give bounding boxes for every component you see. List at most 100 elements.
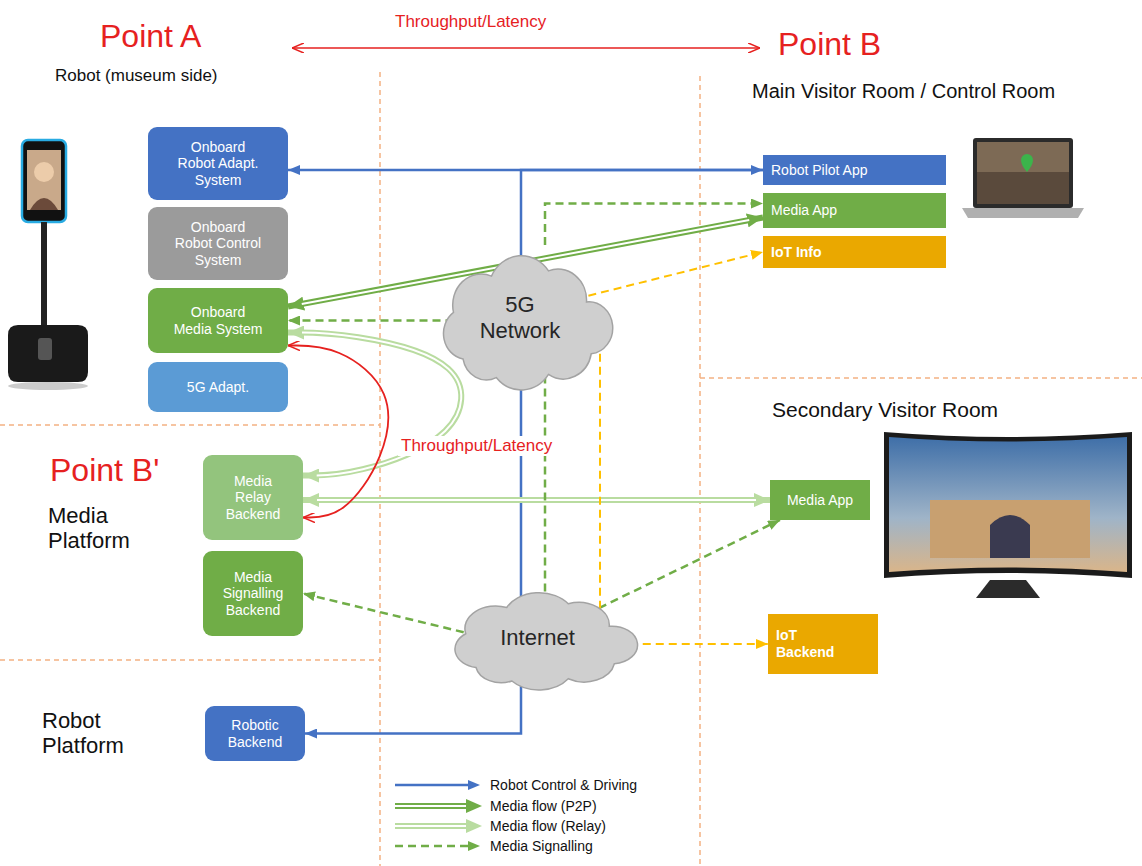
region-separators bbox=[0, 72, 1142, 866]
map-pin bbox=[1021, 154, 1033, 172]
network-cloud: Internet bbox=[435, 585, 640, 690]
monitor-illustration bbox=[884, 432, 1132, 598]
legend-samples bbox=[395, 780, 482, 851]
app-box: IoT Info bbox=[763, 236, 946, 268]
robot-system-box: Onboard Robot Control System bbox=[148, 207, 288, 280]
node-label: IoT Info bbox=[771, 244, 822, 261]
legend-line bbox=[395, 845, 470, 848]
connector-group bbox=[305, 170, 763, 734]
legend-arrowhead bbox=[466, 799, 482, 813]
signalling-connector bbox=[545, 204, 763, 246]
connector-group bbox=[545, 204, 763, 246]
robot-head bbox=[22, 140, 66, 222]
signalling-connector bbox=[288, 319, 454, 322]
region-heading: Robot (museum side) bbox=[55, 66, 218, 86]
node-label: Onboard Robot Adapt. System bbox=[172, 139, 264, 189]
connector-group bbox=[288, 320, 454, 321]
connector-group bbox=[288, 346, 388, 518]
laptop-screen bbox=[977, 142, 1069, 204]
monitor-frame bbox=[884, 432, 1132, 578]
app-box: Media App bbox=[763, 193, 946, 228]
legend-entry: Media Signalling bbox=[490, 837, 593, 855]
telepresence-robot bbox=[8, 140, 88, 390]
signalling-connector bbox=[303, 594, 464, 633]
point-label: Point B' bbox=[50, 452, 159, 489]
connectors bbox=[288, 170, 780, 734]
node-label: Onboard Media System bbox=[172, 304, 264, 337]
connector-group bbox=[545, 376, 546, 596]
legend-line bbox=[395, 803, 468, 809]
legend-line-core bbox=[395, 825, 466, 827]
separator bbox=[699, 76, 701, 866]
robot-screen bbox=[27, 150, 61, 210]
legend-line bbox=[395, 784, 470, 787]
monitor-stand bbox=[976, 580, 1040, 598]
backend-box: Media Relay Backend bbox=[203, 455, 303, 540]
robot-system-box: Onboard Robot Adapt. System bbox=[148, 127, 288, 200]
robot-system-box: Onboard Media System bbox=[148, 288, 288, 353]
connector-group bbox=[600, 341, 601, 617]
point-label: Point B bbox=[778, 26, 881, 63]
legend-line-core bbox=[395, 805, 466, 807]
node-label: Media App bbox=[771, 202, 837, 219]
legend-arrowhead bbox=[468, 780, 480, 790]
node-label: Internet bbox=[500, 625, 575, 651]
monitor-screen bbox=[889, 437, 1127, 572]
cloud-shape bbox=[455, 593, 638, 690]
throughput-arrow bbox=[292, 47, 760, 49]
laptop-lid bbox=[973, 138, 1073, 208]
separator bbox=[0, 424, 380, 426]
robot-base bbox=[8, 325, 88, 382]
node-label: Onboard Robot Control System bbox=[172, 219, 264, 269]
robot-shoulders bbox=[30, 198, 58, 210]
monitor-arch bbox=[990, 515, 1030, 558]
iot-connector bbox=[588, 252, 763, 296]
connector-group bbox=[599, 520, 780, 608]
node-label: Robot Pilot App bbox=[771, 162, 868, 179]
iot-connector bbox=[630, 643, 768, 645]
node-label: Robotic Backend bbox=[219, 717, 291, 750]
laptop-base bbox=[962, 208, 1084, 218]
region-heading: Main Visitor Room / Control Room bbox=[752, 80, 1055, 103]
network-cloud: 5G Network bbox=[425, 245, 615, 390]
connector-group bbox=[588, 252, 763, 296]
signalling-connector bbox=[544, 376, 547, 596]
app-box: Robot Pilot App bbox=[763, 155, 946, 185]
separator bbox=[379, 72, 381, 866]
separator bbox=[700, 377, 1142, 379]
node-label: IoT Backend bbox=[776, 627, 836, 660]
double-line-core bbox=[303, 499, 770, 501]
robot-sensor bbox=[38, 338, 52, 360]
node-label: Media Relay Backend bbox=[217, 473, 289, 523]
connector-group bbox=[303, 594, 464, 633]
separator bbox=[0, 659, 380, 661]
legend-entry: Robot Control & Driving bbox=[490, 776, 637, 794]
region-heading: Secondary Visitor Room bbox=[772, 398, 998, 422]
throughput-connector bbox=[288, 346, 388, 518]
region-heading: Media Platform bbox=[48, 503, 148, 554]
robot-pole bbox=[41, 222, 47, 327]
legend-entry: Media flow (Relay) bbox=[490, 817, 606, 835]
legend-arrowhead bbox=[466, 819, 482, 833]
metric-label: Throughput/Latency bbox=[395, 12, 546, 32]
backend-box: IoT Backend bbox=[768, 614, 878, 674]
connector-group bbox=[630, 644, 768, 645]
iot-connector bbox=[599, 341, 601, 617]
cloud-shape bbox=[443, 256, 612, 390]
signalling-connector bbox=[599, 520, 780, 608]
laptop-illustration bbox=[962, 138, 1084, 218]
point-label: Point A bbox=[100, 18, 201, 55]
region-heading: Robot Platform bbox=[42, 708, 142, 759]
edge-label: Throughput/Latency bbox=[398, 436, 555, 456]
robot-system-box: 5G Adapt. bbox=[148, 362, 288, 412]
legend-arrowhead bbox=[468, 841, 480, 851]
legend-entry: Media flow (P2P) bbox=[490, 797, 597, 815]
legend-line bbox=[395, 823, 468, 829]
control-connector bbox=[305, 170, 763, 734]
robot-shadow bbox=[8, 382, 88, 390]
node-label: Media Signalling Backend bbox=[217, 569, 289, 619]
backend-box: Media Signalling Backend bbox=[203, 551, 303, 636]
